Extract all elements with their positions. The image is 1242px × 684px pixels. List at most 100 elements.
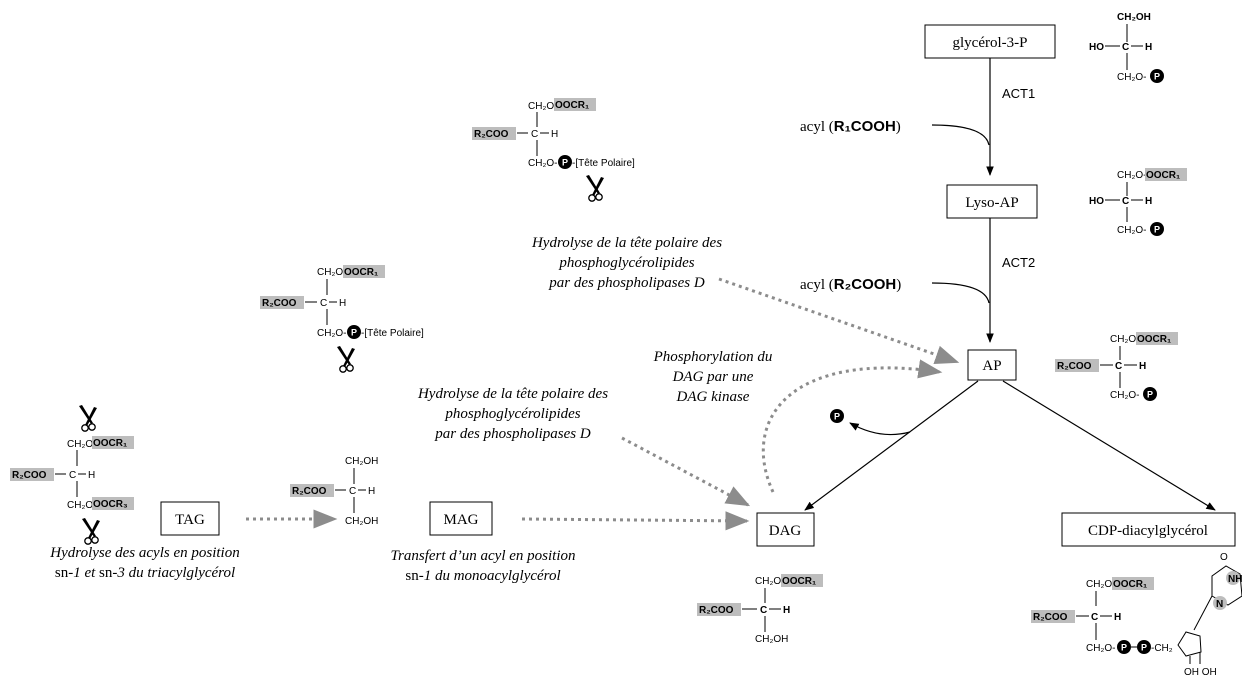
box-tag: TAG bbox=[160, 501, 220, 536]
svg-text:R₂COO: R₂COO bbox=[699, 605, 734, 616]
svg-text:CH₂O-: CH₂O- bbox=[317, 328, 346, 339]
svg-text:sn-1 et sn-3 du triacylglycéro: sn-1 et sn-3 du triacylglycérol bbox=[55, 565, 235, 581]
svg-text:H: H bbox=[339, 298, 346, 309]
svg-text:OOCR₁: OOCR₁ bbox=[1137, 334, 1171, 345]
scissors-icon bbox=[78, 404, 98, 432]
svg-text:OOCR₃: OOCR₃ bbox=[93, 499, 128, 510]
svg-text:CH₂O-: CH₂O- bbox=[1117, 170, 1146, 181]
svg-text:P: P bbox=[351, 328, 357, 338]
scissors-icon bbox=[81, 517, 101, 545]
svg-text:Transfert d’un acyl en positio: Transfert d’un acyl en position bbox=[391, 548, 576, 564]
svg-text:glycérol-3-P: glycérol-3-P bbox=[953, 35, 1028, 51]
svg-text:CH₂O-: CH₂O- bbox=[755, 576, 784, 587]
svg-text:CH₂O-: CH₂O- bbox=[317, 267, 346, 278]
svg-text:H: H bbox=[88, 470, 95, 481]
caption-dag-kinase: Phosphorylation du DAG par une DAG kinas… bbox=[653, 349, 773, 405]
structure-monoacylglycerol: CH₂OH R₂COO C H CH₂OH bbox=[290, 456, 378, 527]
scissors-icon bbox=[336, 345, 356, 373]
box-mag: MAG bbox=[429, 501, 493, 536]
svg-text:DAG kinase: DAG kinase bbox=[676, 389, 750, 405]
svg-text:phosphoglycérolipides: phosphoglycérolipides bbox=[558, 255, 694, 271]
svg-text:R₂COO: R₂COO bbox=[262, 298, 297, 309]
box-cdp-diacylglycerol: CDP-diacylglycérol bbox=[1061, 512, 1236, 547]
svg-text:AP: AP bbox=[982, 358, 1001, 374]
svg-text:OH OH: OH OH bbox=[1184, 667, 1217, 678]
svg-text:OOCR₁: OOCR₁ bbox=[344, 267, 378, 278]
svg-text:CH₂OH: CH₂OH bbox=[755, 634, 788, 645]
svg-text:R₂COO: R₂COO bbox=[474, 129, 509, 140]
arrow-ap-to-cdp bbox=[1002, 380, 1216, 511]
acyl-input-2: acyl (R₂COOH) bbox=[800, 276, 901, 293]
svg-text:par des phospholipases D: par des phospholipases D bbox=[548, 275, 705, 291]
svg-text:P: P bbox=[1141, 643, 1147, 653]
svg-text:H: H bbox=[1145, 196, 1152, 207]
box-ap: AP bbox=[967, 349, 1017, 381]
svg-text:phosphoglycérolipides: phosphoglycérolipides bbox=[444, 406, 580, 422]
svg-text:NH: NH bbox=[1228, 574, 1242, 585]
dotted-arrow-dag-kinase bbox=[761, 359, 943, 493]
svg-text:P: P bbox=[1154, 225, 1160, 235]
structure-dag: CH₂O- OOCR₁ R₂COO C H CH₂OH bbox=[697, 574, 823, 645]
svg-text:OOCR₁: OOCR₁ bbox=[93, 438, 127, 449]
svg-text:-[Tête Polaire]: -[Tête Polaire] bbox=[572, 158, 635, 169]
svg-text:CH₂OH: CH₂OH bbox=[345, 516, 378, 527]
svg-text:DAG par une: DAG par une bbox=[672, 369, 754, 385]
enzyme-act2: ACT2 bbox=[1002, 255, 1035, 270]
box-glycerol-3-p: glycérol-3-P bbox=[924, 24, 1056, 59]
svg-text:Phosphorylation du: Phosphorylation du bbox=[653, 349, 773, 365]
svg-text:P: P bbox=[562, 158, 568, 168]
svg-text:sn-1 du monoacylglycérol: sn-1 du monoacylglycérol bbox=[405, 568, 560, 584]
dotted-arrow-pld-to-ap bbox=[718, 277, 960, 364]
svg-text:P: P bbox=[1154, 72, 1160, 82]
svg-text:O: O bbox=[1220, 552, 1228, 563]
arrow-ap-to-dag bbox=[804, 380, 979, 511]
structure-lyso-ap: CH₂O- OOCR₁ HO C H CH₂O- P bbox=[1089, 168, 1187, 236]
svg-text:Lyso-AP: Lyso-AP bbox=[965, 195, 1018, 211]
svg-text:C: C bbox=[1115, 361, 1122, 372]
svg-text:CH₂O-: CH₂O- bbox=[1086, 643, 1115, 654]
enzyme-act1: ACT1 bbox=[1002, 86, 1035, 101]
svg-text:Hydrolyse des acyls en positio: Hydrolyse des acyls en position bbox=[49, 545, 239, 561]
svg-text:CH₂O-: CH₂O- bbox=[67, 500, 96, 511]
svg-text:R₂COO: R₂COO bbox=[12, 470, 47, 481]
svg-text:C: C bbox=[760, 605, 767, 616]
svg-text:OOCR₁: OOCR₁ bbox=[782, 576, 816, 587]
svg-text:C: C bbox=[1091, 612, 1098, 623]
svg-text:P: P bbox=[834, 412, 840, 422]
svg-text:Hydrolyse de la tête polaire d: Hydrolyse de la tête polaire des bbox=[417, 386, 608, 402]
structure-cdp-diacylglycerol: CH₂O- OOCR₁ R₂COO C H CH₂O- P P -CH₂ OH … bbox=[1031, 552, 1242, 678]
acyl-input-1: acyl (R₁COOH) bbox=[800, 118, 901, 135]
svg-text:-[Tête Polaire]: -[Tête Polaire] bbox=[361, 328, 424, 339]
svg-text:-CH₂: -CH₂ bbox=[1151, 643, 1173, 654]
svg-text:CH₂O-: CH₂O- bbox=[528, 101, 557, 112]
structure-glycerol-3-p: CH₂OH HO C H CH₂O- P bbox=[1089, 12, 1164, 83]
arrow-acyl2-input bbox=[931, 282, 990, 304]
svg-text:MAG: MAG bbox=[443, 512, 478, 528]
svg-text:CH₂O-: CH₂O- bbox=[1117, 72, 1146, 83]
arrow-acyl1-input bbox=[931, 124, 990, 146]
svg-text:N: N bbox=[1216, 599, 1223, 610]
structure-phospholipid-top: CH₂O- OOCR₁ R₂COO C H CH₂O- P -[Tête Pol… bbox=[472, 98, 635, 202]
svg-text:H: H bbox=[783, 605, 790, 616]
svg-text:H: H bbox=[368, 486, 375, 497]
arrow-phosphate-release bbox=[849, 422, 911, 436]
svg-text:C: C bbox=[69, 470, 76, 481]
structure-ap: CH₂O- OOCR₁ R₂COO C H CH₂O- P bbox=[1055, 332, 1178, 401]
svg-text:H: H bbox=[1139, 361, 1146, 372]
svg-text:CDP-diacylglycérol: CDP-diacylglycérol bbox=[1088, 523, 1208, 539]
structure-triacylglycerol: CH₂O- OOCR₁ R₂COO C H CH₂O- OOCR₃ bbox=[10, 404, 134, 545]
svg-text:R₂COO: R₂COO bbox=[1057, 361, 1092, 372]
box-lyso-ap: Lyso-AP bbox=[946, 184, 1038, 219]
scissors-icon bbox=[585, 174, 605, 202]
dotted-arrow-pld-to-dag bbox=[621, 436, 751, 507]
svg-text:DAG: DAG bbox=[769, 523, 802, 539]
svg-text:OOCR₁: OOCR₁ bbox=[1113, 579, 1147, 590]
svg-text:TAG: TAG bbox=[175, 512, 205, 528]
svg-text:CH₂O-: CH₂O- bbox=[528, 158, 557, 169]
svg-text:C: C bbox=[1122, 196, 1129, 207]
svg-text:CH₂OH: CH₂OH bbox=[345, 456, 378, 467]
svg-text:P: P bbox=[1147, 390, 1153, 400]
svg-text:CH₂OH: CH₂OH bbox=[1117, 12, 1151, 23]
